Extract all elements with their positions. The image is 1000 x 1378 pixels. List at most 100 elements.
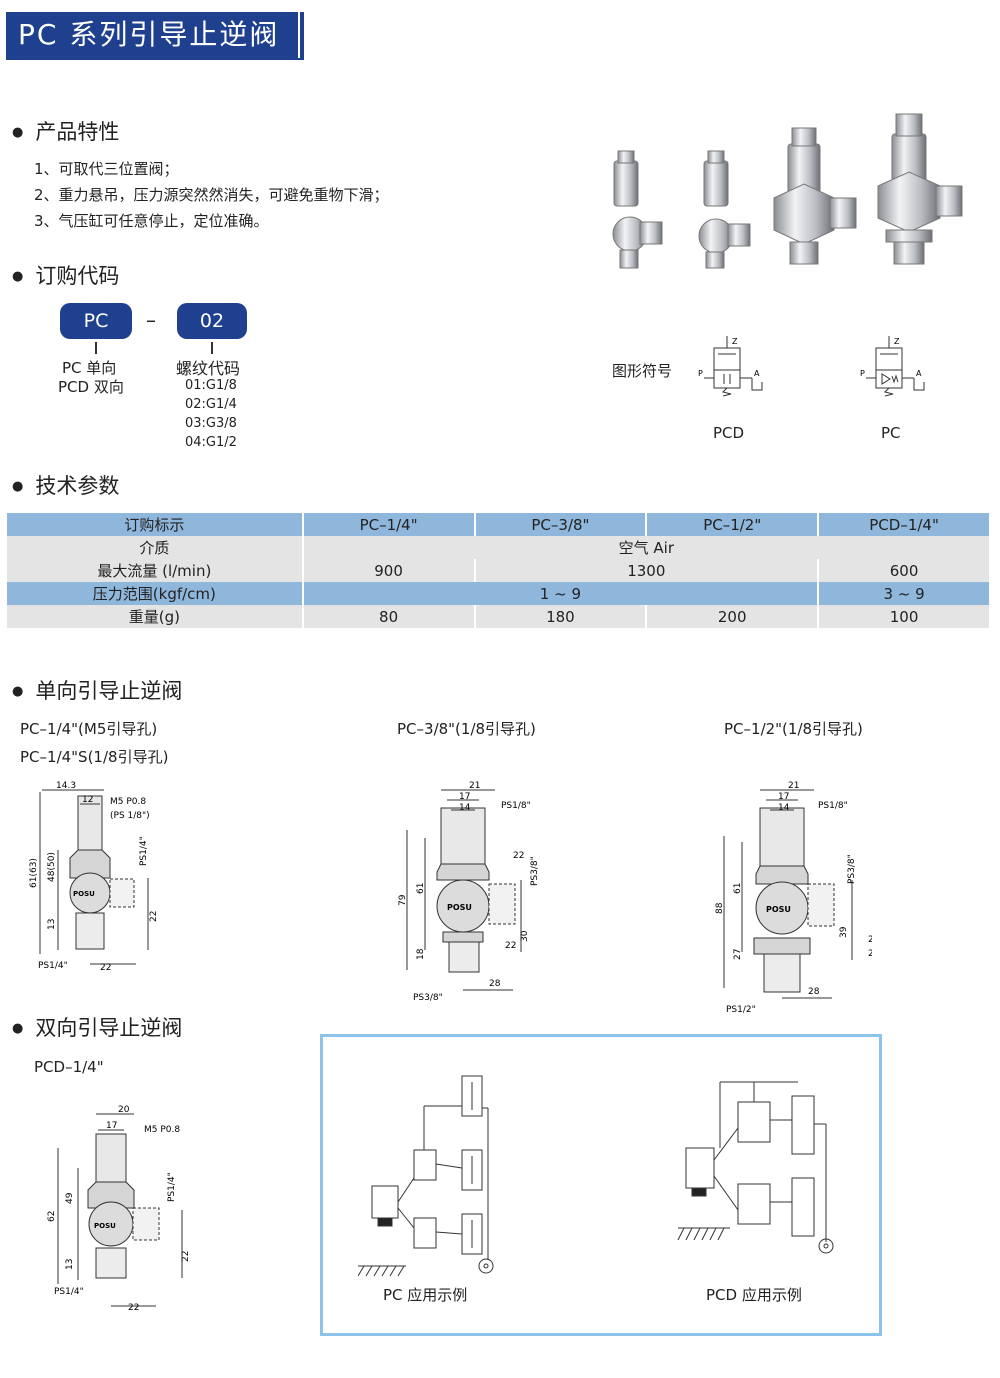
pc-port-z: Z: [894, 337, 900, 346]
drawing-3-title: PC–1/2"(1/8引导孔): [724, 720, 863, 738]
svg-text:30: 30: [520, 930, 530, 942]
svg-text:24: 24: [868, 949, 872, 959]
drawing-pcd-1-4: 20 17 M5 P0.8 PS1/4" 22 62 49 13 PS1/4" …: [47, 1105, 191, 1313]
svg-text:PS1/4": PS1/4": [54, 1287, 84, 1297]
svg-text:22: 22: [100, 963, 111, 973]
header-cell: PC–1/2": [646, 513, 820, 536]
section-features: 产品特性: [12, 116, 119, 146]
application-examples-box: [320, 1034, 882, 1336]
valve-photo-2: [698, 150, 751, 269]
row-label: 最大流量 (l/min): [7, 559, 304, 582]
symbol-pc-label: PC: [881, 424, 901, 442]
drawing-1-brand: POSU: [73, 890, 95, 898]
weight-value: 180: [474, 605, 648, 628]
pcd-port-z: Z: [732, 337, 738, 346]
symbol-pcd-label: PCD: [713, 424, 745, 442]
pressure-value: 1 ~ 9: [302, 582, 820, 605]
svg-text:PS1/8": PS1/8": [818, 801, 848, 811]
svg-text:13: 13: [47, 919, 57, 930]
row-label: 压力范围(kgf/cm): [7, 582, 304, 605]
svg-text:49: 49: [65, 1192, 75, 1204]
table-row: 压力范围(kgf/cm) 1 ~ 9 3 ~ 9: [7, 582, 991, 605]
svg-text:28: 28: [489, 979, 501, 989]
order-tick-1: [95, 342, 97, 354]
svg-text:22: 22: [181, 1251, 191, 1262]
svg-text:PS1/8": PS1/8": [501, 801, 531, 811]
pcd-port-a: A: [754, 369, 760, 378]
weight-value: 200: [646, 605, 820, 628]
svg-text:PS1/4": PS1/4": [167, 1172, 177, 1202]
section-double: 双向引导止逆阀: [12, 1012, 182, 1042]
weight-value: 100: [818, 605, 991, 628]
header-cell: PC–1/4": [302, 513, 476, 536]
series-desc-pcd: PCD 双向: [58, 378, 124, 396]
spec-table: 订购标示 PC–1/4" PC–3/8" PC–1/2" PCD–1/4" 介质…: [7, 513, 992, 628]
header-cell: PC–3/8": [474, 513, 648, 536]
order-code-dash: –: [146, 308, 156, 332]
pressure-value: 3 ~ 9: [818, 582, 991, 605]
svg-text:22: 22: [128, 1303, 139, 1313]
svg-text:22: 22: [149, 911, 159, 922]
product-photos: [612, 113, 963, 269]
pc-application-label: PC 应用示例: [383, 1286, 468, 1304]
svg-text:22: 22: [505, 941, 516, 951]
svg-text:27: 27: [733, 949, 743, 960]
svg-text:21: 21: [469, 781, 480, 791]
thread-opt-2: 02:G1/4: [185, 397, 237, 412]
drawing-pc-1-4: 14.3 12 M5 P0.8 (PS 1/8") PS1/4" 22 61(6…: [29, 781, 159, 973]
svg-text:14: 14: [459, 803, 471, 813]
svg-text:18: 18: [416, 948, 426, 960]
svg-text:M5 P0.8: M5 P0.8: [144, 1125, 180, 1135]
svg-text:28: 28: [808, 987, 820, 997]
drawing-1-subtitle: PC–1/4"S(1/8引导孔): [20, 748, 169, 766]
pc-port-p: P: [860, 369, 865, 378]
svg-text:(PS 1/8"): (PS 1/8"): [110, 811, 150, 821]
drawing-1-title: PC–1/4"(M5引导孔): [20, 720, 158, 738]
header-cell: PCD–1/4": [818, 513, 991, 536]
header-cell: 订购标示: [7, 513, 304, 536]
drawing-pc-3-8: 21 17 14 PS1/8" 22 22 28 PS3/8" 79 61 18…: [398, 781, 540, 1003]
svg-text:PS3/8": PS3/8": [847, 854, 857, 884]
pc-port-a: A: [916, 369, 922, 378]
svg-text:21: 21: [788, 781, 799, 791]
thread-opt-4: 04:G1/2: [185, 435, 237, 450]
svg-text:17: 17: [459, 792, 470, 802]
symbol-pcd: Z P A: [698, 336, 763, 397]
table-row: 重量(g) 80 180 200 100: [7, 605, 991, 628]
section-single: 单向引导止逆阀: [12, 675, 182, 705]
svg-text:17: 17: [778, 792, 789, 802]
svg-text:PS1/4": PS1/4": [38, 961, 68, 971]
drawing-4-brand: POSU: [94, 1222, 116, 1230]
row-label: 介质: [7, 536, 304, 559]
flow-value: 1300: [474, 559, 820, 582]
svg-text:79: 79: [398, 894, 408, 906]
pcd-application-diagram: [677, 1081, 834, 1254]
symbol-pc: Z P A: [860, 336, 925, 397]
row-label: 重量(g): [7, 605, 304, 628]
order-code-thread: 02: [177, 303, 247, 339]
svg-text:61: 61: [416, 883, 426, 894]
order-code-series: PC: [60, 303, 132, 339]
drawing-pc-1-2: 21 17 14 PS1/8" 22 24 28 PS1/2" 88 61 27…: [715, 781, 872, 1015]
svg-text:PS3/8": PS3/8": [413, 993, 443, 1003]
svg-text:39: 39: [839, 926, 849, 938]
svg-text:14.3: 14.3: [56, 781, 76, 791]
svg-text:PS3/8": PS3/8": [530, 856, 540, 886]
page-title: PC 系列引导止逆阀: [6, 12, 298, 58]
svg-text:61: 61: [733, 883, 743, 894]
thread-opt-1: 01:G1/8: [185, 378, 237, 393]
section-order: 订购代码: [12, 260, 119, 290]
svg-text:17: 17: [106, 1121, 117, 1131]
valve-photo-3: [773, 127, 857, 265]
drawing-3-brand: POSU: [766, 905, 791, 914]
svg-text:PS1/4": PS1/4": [139, 836, 149, 866]
medium-value: 空气 Air: [302, 536, 992, 559]
svg-text:48(50): 48(50): [47, 852, 57, 882]
pcd-port-p: P: [698, 369, 703, 378]
pc-application-diagram: [358, 1075, 494, 1277]
table-header-row: 订购标示 PC–1/4" PC–3/8" PC–1/2" PCD–1/4": [7, 513, 991, 536]
title-accent: [298, 12, 304, 58]
symbols-label: 图形符号: [612, 362, 673, 380]
svg-text:PS1/2": PS1/2": [726, 1005, 756, 1015]
section-tech: 技术参数: [12, 470, 119, 500]
